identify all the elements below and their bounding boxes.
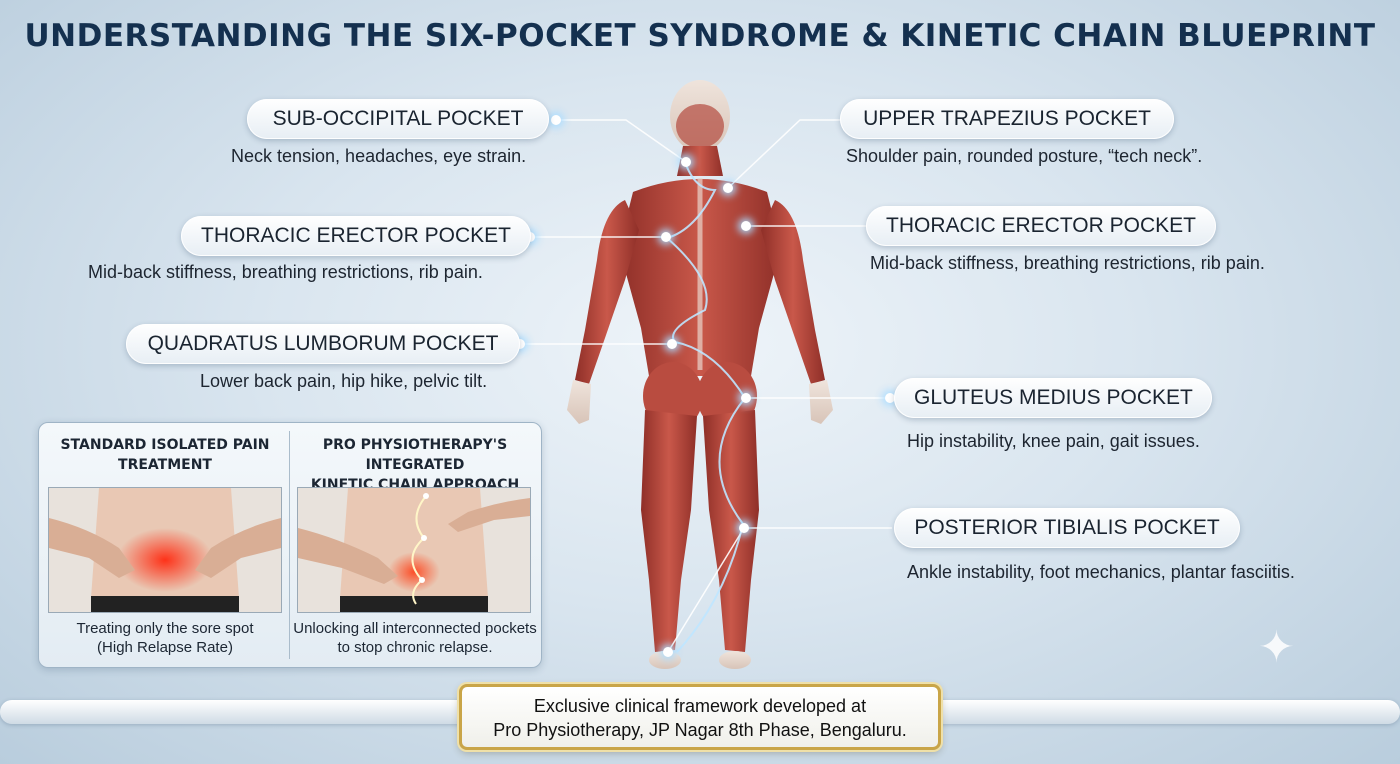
kinetic-chain-illustration (298, 488, 530, 612)
pocket-desc-quadratus-lumborum: Lower back pain, hip hike, pelvic tilt. (200, 371, 488, 391)
glow-dot (667, 339, 677, 349)
glow-dot (681, 157, 691, 167)
comparison-panel: STANDARD ISOLATED PAIN TREATMENT Treatin… (38, 422, 542, 668)
integrated-approach-image (297, 487, 531, 613)
footer-plaque: Exclusive clinical framework developed a… (459, 684, 941, 750)
glow-dot (885, 393, 895, 403)
footer-bar-left (0, 700, 470, 724)
pocket-desc-thoracic-erector-left: Mid-back stiffness, breathing restrictio… (88, 262, 483, 282)
sore-spot-illustration (49, 488, 281, 612)
pocket-label-sub-occipital: SUB-OCCIPITAL POCKET (247, 99, 549, 139)
pocket-label-gluteus-medius: GLUTEUS MEDIUS POCKET (894, 378, 1212, 418)
glow-dot (661, 232, 671, 242)
pocket-desc-upper-trapezius: Shoulder pain, rounded posture, “tech ne… (846, 146, 1203, 166)
comparison-divider (289, 431, 290, 659)
standard-treatment-caption: Treating only the sore spot (High Relaps… (76, 620, 254, 656)
glow-dot (741, 221, 751, 231)
page-title: UNDERSTANDING THE SIX-POCKET SYNDROME & … (24, 18, 1376, 54)
glow-dot (515, 339, 525, 349)
body-figure (567, 80, 833, 669)
pocket-label-thoracic-erector-right: THORACIC ERECTOR POCKET (866, 206, 1216, 246)
pocket-label-upper-trapezius: UPPER TRAPEZIUS POCKET (840, 99, 1174, 139)
footer-bar-right (930, 700, 1400, 724)
muscle-body (567, 80, 833, 669)
integrated-approach-title: PRO PHYSIOTHERAPY'S INTEGRATED KINETIC C… (310, 437, 520, 493)
pocket-desc-posterior-tibialis: Ankle instability, foot mechanics, plant… (907, 562, 1295, 582)
integrated-approach-caption: Unlocking all interconnected pockets to … (293, 620, 537, 656)
glow-dot (663, 647, 673, 657)
glow-dot (551, 115, 561, 125)
glow-dot (723, 183, 733, 193)
glow-dot (739, 523, 749, 533)
footer-line-2: Pro Physiotherapy, JP Nagar 8th Phase, B… (493, 720, 907, 740)
footer-line-1: Exclusive clinical framework developed a… (533, 696, 867, 716)
standard-treatment-image (48, 487, 282, 613)
pocket-desc-thoracic-erector-right: Mid-back stiffness, breathing restrictio… (870, 253, 1265, 273)
pocket-desc-gluteus-medius: Hip instability, knee pain, gait issues. (907, 431, 1200, 451)
pocket-label-posterior-tibialis: POSTERIOR TIBIALIS POCKET (894, 508, 1240, 548)
pocket-label-thoracic-erector-left: THORACIC ERECTOR POCKET (181, 216, 531, 256)
pocket-desc-sub-occipital: Neck tension, headaches, eye strain. (231, 146, 527, 166)
glow-dot (741, 393, 751, 403)
sparkle-icon: ✦ (1258, 623, 1295, 672)
pocket-label-quadratus-lumborum: QUADRATUS LUMBORUM POCKET (126, 324, 520, 364)
standard-treatment-title: STANDARD ISOLATED PAIN TREATMENT (60, 437, 270, 473)
